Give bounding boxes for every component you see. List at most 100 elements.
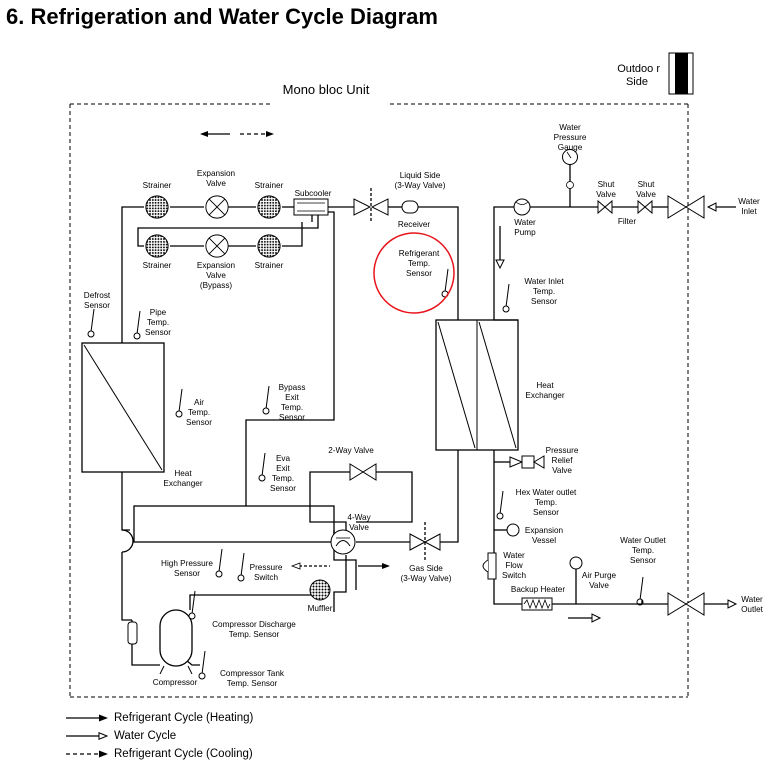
water-inlet-label-1: Water: [738, 197, 760, 206]
legend-heating: Refrigerant Cycle (Heating): [66, 709, 253, 727]
outdoor-label-line2: Side: [626, 76, 648, 88]
shut-valve-2-label-1: Shut: [638, 180, 656, 189]
defrost-sensor-icon: [87, 308, 95, 338]
high-pressure-label-1: High Pressure: [161, 559, 213, 568]
pipe-temp-label-2: Temp.: [147, 318, 169, 327]
water-flow-switch: [482, 552, 497, 580]
expansion-vessel-label-2: Vessel: [532, 536, 556, 545]
water-inlet-sensor-icon: [502, 283, 510, 313]
expansion-valve-bypass-label-2: Valve: [206, 271, 226, 280]
two-way-valve: [349, 463, 377, 481]
pipe-temp-label-1: Pipe: [150, 308, 167, 317]
four-way-valve-label-2: Valve: [349, 523, 369, 532]
mono-bloc-frame: [69, 103, 689, 698]
receiver-label: Receiver: [398, 220, 431, 229]
right-hex-label-2: Exchanger: [525, 391, 564, 400]
water-pump-label-1: Water: [514, 218, 536, 227]
eva-exit-label-1: Eva: [276, 454, 291, 463]
shut-valve-2: [637, 199, 653, 215]
outdoor-side-marker: [668, 52, 694, 95]
compressor-label: Compressor: [153, 678, 198, 687]
gas-side-label-2: (3-Way Valve): [401, 574, 452, 583]
water-flow-label-2: Flow: [505, 561, 522, 570]
legend-heating-label: Refrigerant Cycle (Heating): [114, 712, 254, 724]
air-temp-label-1: Air: [194, 398, 204, 407]
pipe-temp-sensor-icon: [133, 310, 141, 340]
legend-water-line: [66, 732, 108, 740]
four-way-valve-label-1: 4-Way: [347, 513, 371, 522]
expansion-valve-bypass-label-3: (Bypass): [200, 281, 233, 290]
cooling-direction-arrow: [290, 562, 330, 570]
water-outlet-valve: [667, 592, 705, 616]
heating-direction-arrow: [200, 131, 274, 137]
highlight-circle: [373, 232, 455, 314]
legend-cooling-label: Refrigerant Cycle (Cooling): [114, 748, 253, 760]
water-flow-arrow: [568, 613, 602, 623]
strainer-label-tl: Strainer: [143, 181, 172, 190]
water-outlet-label-1: Water: [741, 595, 763, 604]
legend-water-label: Water Cycle: [114, 730, 177, 742]
eva-exit-label-2: Exit: [276, 464, 290, 473]
air-temp-label-3: Sensor: [186, 418, 212, 427]
eva-exit-label-3: Temp.: [272, 474, 294, 483]
refrigerant-temp-label-3: Sensor: [406, 269, 432, 278]
water-inlet-valve: [667, 195, 705, 219]
pressure-gauge-label-3: Gauge: [558, 143, 583, 152]
legend-cooling-line: [66, 750, 108, 758]
strainer-icon-top-left: [145, 195, 169, 219]
shut-valve-1-label-1: Shut: [598, 180, 616, 189]
legend-heating-line: [66, 714, 108, 722]
water-pump-label-2: Pump: [514, 228, 536, 237]
water-inlet-temp-label-2: Temp.: [533, 287, 555, 296]
water-outlet-temp-label-3: Sensor: [630, 556, 656, 565]
air-purge-valve-icon: [569, 556, 583, 570]
discharge-label-1: Compressor Discharge: [212, 620, 296, 629]
accumulator: [127, 621, 138, 645]
gas-side-valve: [409, 522, 441, 560]
pressure-switch-label-2: Switch: [254, 573, 279, 582]
muffler-label: Muffler: [308, 604, 333, 613]
legend-cooling: Refrigerant Cycle (Cooling): [66, 745, 253, 763]
expansion-valve-bypass-icon: [205, 234, 229, 258]
water-outlet-temp-label-2: Temp.: [632, 546, 654, 555]
refrigerant-temp-sensor-icon: [441, 268, 449, 298]
filter-label: Filter: [618, 217, 636, 226]
pressure-gauge-label-2: Pressure: [554, 133, 587, 142]
liquid-side-label-2: (3-Way Valve): [395, 181, 446, 190]
refrigerant-temp-label-1: Refrigerant: [399, 249, 440, 258]
pressure-relief-valve: [494, 455, 545, 469]
strainer-label-br: Strainer: [255, 261, 284, 270]
pressure-switch-label-1: Pressure: [250, 563, 283, 572]
bypass-exit-label-1: Bypass: [279, 383, 306, 392]
eva-exit-label-4: Sensor: [270, 484, 296, 493]
water-piping: [493, 160, 668, 605]
shut-valve-1-label-2: Valve: [596, 190, 616, 199]
tank-label-1: Compressor Tank: [220, 669, 285, 678]
strainer-label-tr: Strainer: [255, 181, 284, 190]
left-hex-label-2: Exchanger: [163, 479, 202, 488]
expansion-vessel-icon: [506, 523, 520, 537]
water-outlet-label-2: Outlet: [741, 605, 764, 614]
bypass-exit-label-4: Sensor: [279, 413, 305, 422]
air-purge-label-1: Air Purge: [582, 571, 617, 580]
expansion-valve-bypass-label-1: Expansion: [197, 261, 236, 270]
expansion-valve-label-2: Valve: [206, 179, 226, 188]
defrost-label-2: Sensor: [84, 301, 110, 310]
water-outlet-temp-label-1: Water Outlet: [620, 536, 666, 545]
liquid-side-valve: [353, 188, 389, 222]
outdoor-label-line1: Outdoo r: [617, 63, 660, 75]
two-way-valve-label: 2-Way Valve: [328, 446, 374, 455]
water-inlet-temp-label-3: Sensor: [531, 297, 557, 306]
tank-label-2: Temp. Sensor: [227, 679, 278, 688]
strainer-icon-bottom-right: [257, 234, 281, 258]
page-title: 6. Refrigeration and Water Cycle Diagram: [6, 4, 438, 29]
expansion-vessel-label-1: Expansion: [525, 526, 564, 535]
pressure-switch-icon: [237, 552, 245, 582]
strainer-icon-bottom-left: [145, 234, 169, 258]
backup-heater: [521, 597, 553, 611]
gauge-valve: [566, 181, 574, 189]
water-pump: [513, 198, 531, 216]
strainer-icon-top-right: [257, 195, 281, 219]
hex-water-outlet-label-2: Temp.: [535, 498, 557, 507]
expansion-valve-label-1: Expansion: [197, 169, 236, 178]
